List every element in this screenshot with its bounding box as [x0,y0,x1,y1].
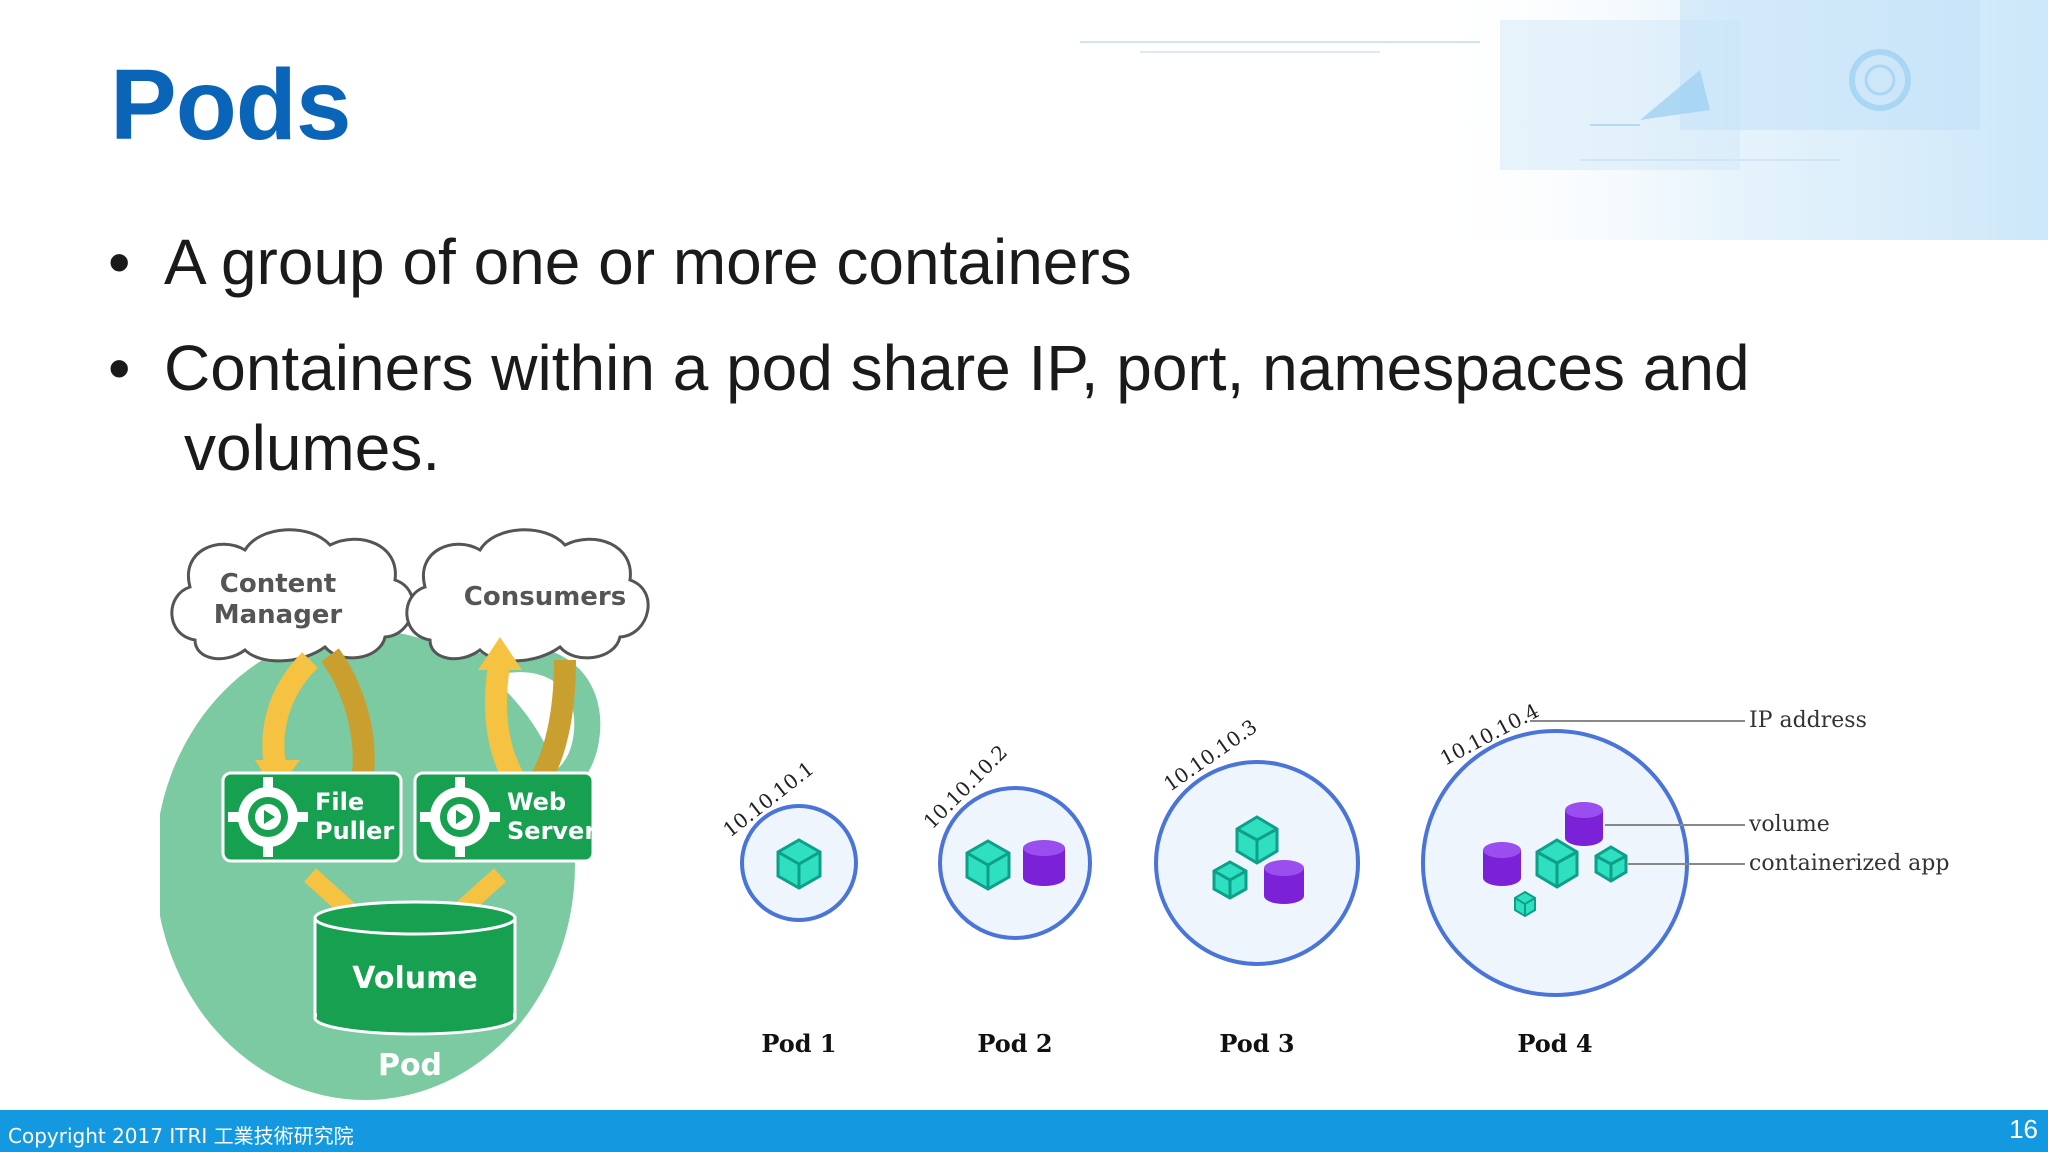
volume-icon [1023,840,1065,886]
volume-cylinder: Volume [313,900,517,1036]
volume-label: Volume [352,961,477,996]
volume-icon [1264,860,1304,904]
consumers-arrows [478,637,576,786]
pod-label: Pod 1 [761,1029,836,1058]
bullet-text: A group of one or more containers [164,226,1132,298]
pod-4: 10.10.10.4 Pod 4 [1421,700,1689,1058]
containerized-app-icon [1514,890,1536,918]
web-server-label: Web [507,788,566,816]
pod-1: 10.10.10.1 Pod 1 [718,756,858,1058]
bullet-item: • Containers within a pod share IP, port… [108,328,1928,488]
pod-2: 10.10.10.2 Pod 2 [919,740,1092,1058]
containerized-app-icon [1212,860,1248,900]
web-server-label: Server [507,817,596,845]
background-decoration [1080,0,2048,240]
pod-label: Pod [378,1048,442,1083]
footer-bar: Copyright 2017 ITRI 工業技術研究院 16 [0,1110,2048,1152]
pod-3: 10.10.10.3 Pod 3 [1154,714,1360,1058]
bullet-list: • A group of one or more containers • Co… [108,222,1928,514]
bullet-text-continuation: volumes. [184,412,441,484]
legend-containerized-app: containerized app [1749,851,1949,876]
consumers-label: Consumers [464,582,626,612]
page-number: 16 [2009,1114,2038,1144]
bullet-item: • A group of one or more containers [108,222,1928,302]
pod-diagram: Content Manager Consumers File Puller [160,528,650,1100]
slide-title: Pods [110,49,351,161]
gear-icon [228,777,308,857]
bullet-text: Containers within a pod share IP, port, … [164,332,1750,404]
content-manager-cloud: Content Manager [170,528,415,663]
consumers-cloud: Consumers [405,528,650,663]
pod-label: Pod 3 [1219,1029,1294,1058]
legend: IP address volume containerized app [1530,708,1949,876]
file-puller-label: File [315,788,364,816]
volume-icon [1483,842,1521,886]
bullet-dot-icon: • [108,332,131,404]
containerized-app-icon [1594,845,1628,883]
containerized-app-icon [1535,838,1579,889]
bullet-dot-icon: • [108,226,131,298]
pods-comparison-diagram: 10.10.10.1 Pod 1 10.10.10.2 Pod 2 [718,700,1949,1058]
web-server-container: Web Server [413,771,596,863]
file-puller-label: Puller [315,817,394,845]
content-manager-label: Manager [214,600,343,630]
content-manager-label: Content [220,569,336,599]
legend-volume: volume [1748,812,1830,837]
pod-label: Pod 4 [1517,1029,1592,1058]
pod-label: Pod 2 [977,1029,1052,1058]
gear-icon [420,777,500,857]
containerized-app-icon [1235,815,1279,865]
copyright-text: Copyright 2017 ITRI 工業技術研究院 [8,1124,354,1148]
containerized-app-icon [965,839,1011,891]
volume-icon [1565,802,1603,846]
legend-ip-address: IP address [1749,708,1867,733]
file-puller-container: File Puller [221,771,403,863]
containerized-app-icon [776,838,822,890]
